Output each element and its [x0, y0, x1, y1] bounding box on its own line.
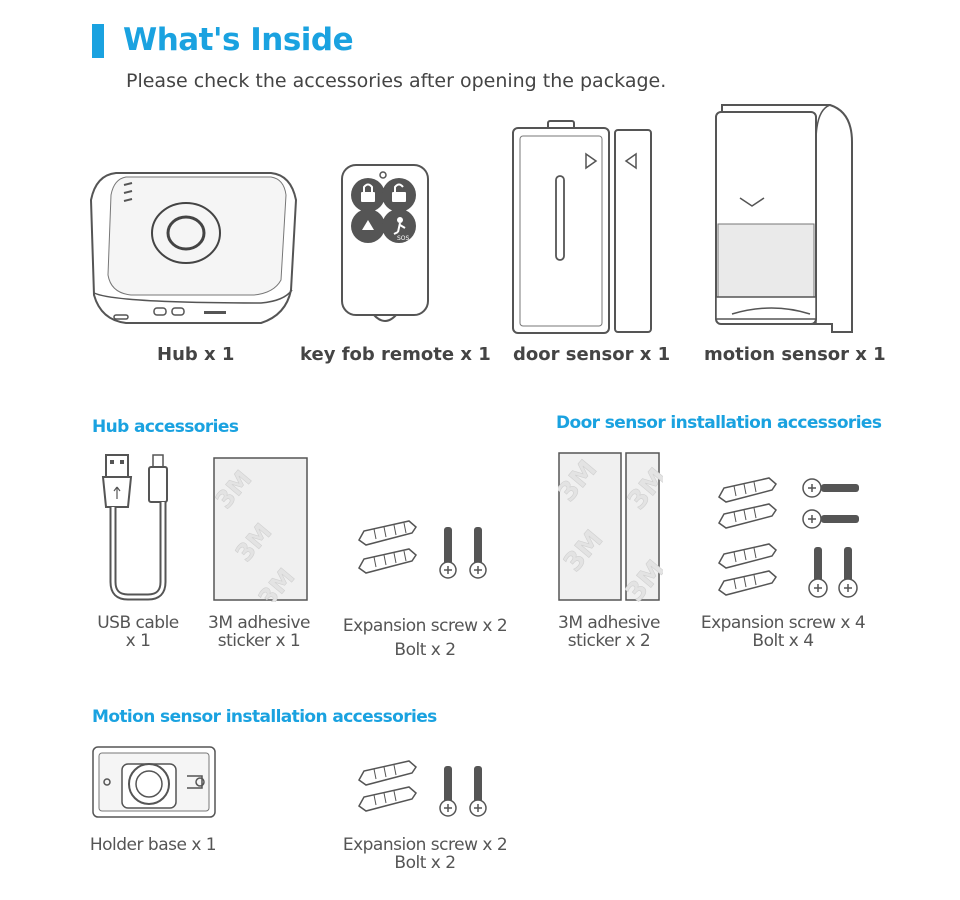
hub-illustration	[86, 165, 301, 330]
motion-accessories-heading: Motion sensor installation accessories	[92, 707, 437, 727]
door-screws-caption: Expansion screw x 4 Bolt x 4	[700, 613, 866, 651]
motion-sensor-label: motion sensor x 1	[704, 344, 886, 365]
door-accessories-heading: Door sensor installation accessories	[556, 413, 882, 433]
page-title: What's Inside	[123, 22, 354, 58]
usb-cable-illustration	[98, 452, 178, 602]
hub-screws-illustration	[354, 515, 499, 585]
usb-cable-caption: USB cable x 1	[97, 613, 179, 651]
holder-base-illustration	[92, 746, 217, 818]
hub-screws-caption: Expansion screw x 2 Bolt x 2	[342, 616, 508, 660]
door-sticker-illustration: 3M 3M 3M 3M	[558, 452, 663, 602]
page-subtitle: Please check the accessories after openi…	[126, 70, 667, 92]
keyfob-label: key fob remote x 1	[300, 344, 491, 365]
hub-sticker-illustration: 3M 3M 3M	[213, 457, 308, 602]
keyfob-illustration: SOS	[338, 162, 433, 328]
title-accent-bar	[92, 24, 104, 58]
holder-base-caption: Holder base x 1	[89, 835, 217, 855]
door-sensor-illustration	[510, 118, 655, 338]
motion-screws-caption: Expansion screw x 2 Bolt x 2	[342, 835, 508, 873]
door-screws-illustration	[716, 475, 866, 605]
hub-sticker-caption: 3M adhesive sticker x 1	[208, 613, 310, 651]
hub-accessories-heading: Hub accessories	[92, 417, 239, 437]
motion-screws-illustration	[354, 760, 499, 822]
sos-text: SOS	[397, 235, 410, 242]
hub-label: Hub x 1	[157, 344, 235, 365]
motion-sensor-illustration	[712, 102, 857, 338]
door-sensor-label: door sensor x 1	[513, 344, 671, 365]
door-sticker-caption: 3M adhesive sticker x 2	[558, 613, 660, 651]
